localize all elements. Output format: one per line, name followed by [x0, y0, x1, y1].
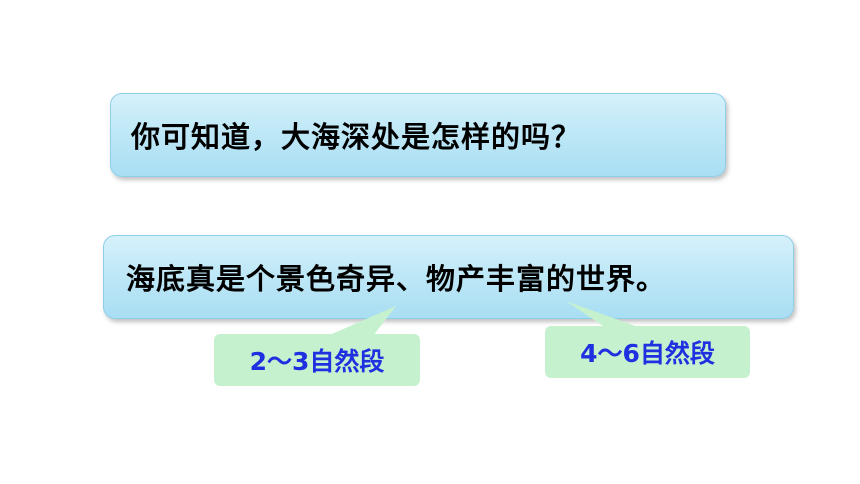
answer-text: 海底真是个景色奇异、物产丰富的世界。 — [126, 262, 667, 296]
left-tag-pointer — [318, 306, 396, 340]
tag-paragraphs-4-6: 4～6自然段 — [545, 326, 750, 378]
answer-bubble: 海底真是个景色奇异、物产丰富的世界。 — [103, 235, 794, 319]
right-tag-pointer — [566, 301, 652, 332]
tag-paragraphs-2-3: 2～3自然段 — [214, 334, 420, 386]
tag-label: 4～6自然段 — [580, 339, 715, 368]
question-bubble: 你可知道，大海深处是怎样的吗？ — [110, 93, 726, 177]
tag-label: 2～3自然段 — [249, 347, 385, 376]
question-text: 你可知道，大海深处是怎样的吗？ — [131, 120, 582, 154]
